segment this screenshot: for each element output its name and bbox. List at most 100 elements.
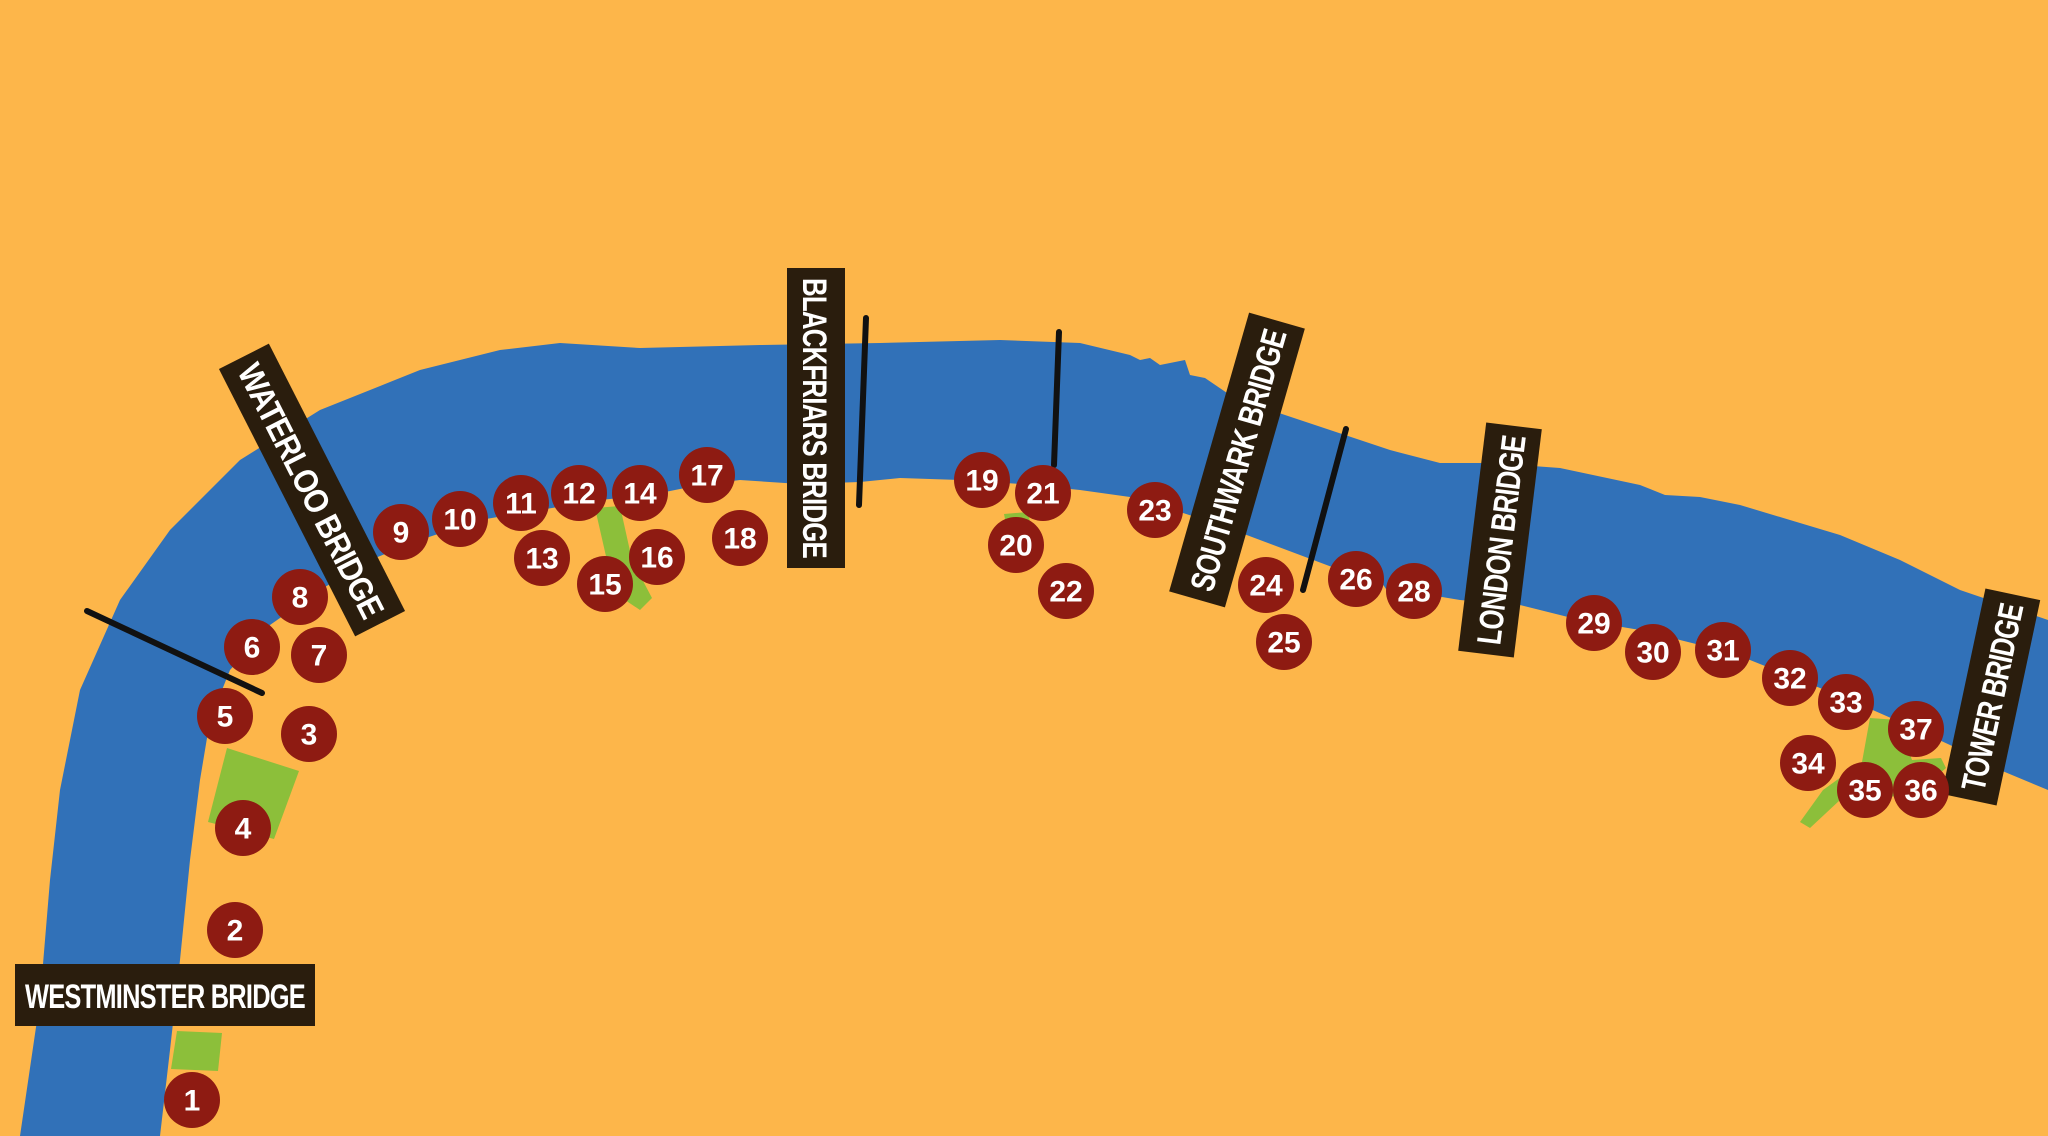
marker-13[interactable]: 13 [514,530,570,586]
marker-1[interactable]: 1 [164,1072,220,1128]
marker-number: 2 [227,915,244,948]
marker-circle [577,556,633,612]
marker-number: 31 [1706,635,1739,668]
marker-number: 29 [1577,608,1610,641]
marker-circle [1566,595,1622,651]
marker-16[interactable]: 16 [629,529,685,585]
marker-circle [215,800,271,856]
marker-22[interactable]: 22 [1038,563,1094,619]
marker-circle [432,491,488,547]
marker-number: 23 [1138,495,1171,528]
park [171,1031,222,1071]
marker-31[interactable]: 31 [1695,622,1751,678]
marker-number: 37 [1899,714,1932,747]
marker-circle [207,902,263,958]
marker-circle [1625,624,1681,680]
marker-10[interactable]: 10 [432,491,488,547]
marker-number: 34 [1791,748,1825,781]
marker-number: 10 [443,504,476,537]
marker-35[interactable]: 35 [1837,762,1893,818]
marker-number: 33 [1829,687,1862,720]
marker-number: 14 [623,478,657,511]
marker-circle [281,706,337,762]
marker-28[interactable]: 28 [1386,563,1442,619]
marker-circle [1888,701,1944,757]
marker-14[interactable]: 14 [612,465,668,521]
marker-circle [1780,735,1836,791]
marker-12[interactable]: 12 [551,465,607,521]
marker-number: 7 [311,640,328,673]
bridge-lines [84,315,1349,696]
marker-36[interactable]: 36 [1893,762,1949,818]
marker-20[interactable]: 20 [988,517,1044,573]
marker-34[interactable]: 34 [1780,735,1836,791]
park [595,506,652,610]
marker-37[interactable]: 37 [1888,701,1944,757]
marker-25[interactable]: 25 [1256,614,1312,670]
marker-circle [1256,614,1312,670]
marker-circle [1238,557,1294,613]
marker-number: 35 [1848,775,1881,808]
marker-circle [1762,650,1818,706]
marker-4[interactable]: 4 [215,800,271,856]
marker-number: 19 [965,465,998,498]
marker-24[interactable]: 24 [1238,557,1294,613]
marker-15[interactable]: 15 [577,556,633,612]
marker-number: 6 [244,632,261,665]
marker-32[interactable]: 32 [1762,650,1818,706]
marker-number: 21 [1026,478,1059,511]
marker-number: 36 [1904,775,1937,808]
marker-circle [1818,674,1874,730]
marker-33[interactable]: 33 [1818,674,1874,730]
marker-29[interactable]: 29 [1566,595,1622,651]
marker-circle [1695,622,1751,678]
marker-circle [197,688,253,744]
bridge-label-blackfriars[interactable]: BLACKFRIARS BRIDGE [787,268,845,568]
marker-circle [291,627,347,683]
marker-21[interactable]: 21 [1015,465,1071,521]
marker-8[interactable]: 8 [272,569,328,625]
marker-18[interactable]: 18 [712,510,768,566]
marker-7[interactable]: 7 [291,627,347,683]
marker-30[interactable]: 30 [1625,624,1681,680]
marker-number: 30 [1636,637,1669,670]
marker-5[interactable]: 5 [197,688,253,744]
marker-23[interactable]: 23 [1127,482,1183,538]
marker-number: 15 [588,569,621,602]
marker-9[interactable]: 9 [373,504,429,560]
bridge-label-westminster[interactable]: WESTMINSTER BRIDGE [15,964,315,1026]
marker-2[interactable]: 2 [207,902,263,958]
marker-number: 1 [184,1085,201,1118]
marker-circle [373,504,429,560]
marker-circle [954,452,1010,508]
marker-circle [1893,762,1949,818]
marker-number: 28 [1397,576,1430,609]
marker-number: 20 [999,530,1032,563]
river-thames [20,340,2048,1136]
marker-3[interactable]: 3 [281,706,337,762]
marker-19[interactable]: 19 [954,452,1010,508]
marker-circle [493,475,549,531]
bridge-line [856,315,869,508]
marker-number: 11 [505,488,537,521]
marker-circle [988,517,1044,573]
bridge-label-london[interactable]: LONDON BRIDGE [1458,422,1542,658]
marker-circle [514,530,570,586]
marker-6[interactable]: 6 [224,619,280,675]
marker-circle [1127,482,1183,538]
bridge-line [84,608,265,696]
marker-number: 4 [235,813,252,846]
bridge-label-text: BLACKFRIARS BRIDGE [795,278,833,558]
marker-26[interactable]: 26 [1328,551,1384,607]
marker-circle [679,447,735,503]
marker-number: 25 [1267,627,1300,660]
marker-number: 13 [525,543,558,576]
marker-11[interactable]: 11 [493,475,549,531]
marker-number: 3 [301,719,318,752]
marker-number: 9 [393,517,410,550]
bridge-line [1300,426,1349,593]
marker-17[interactable]: 17 [679,447,735,503]
marker-circle [224,619,280,675]
